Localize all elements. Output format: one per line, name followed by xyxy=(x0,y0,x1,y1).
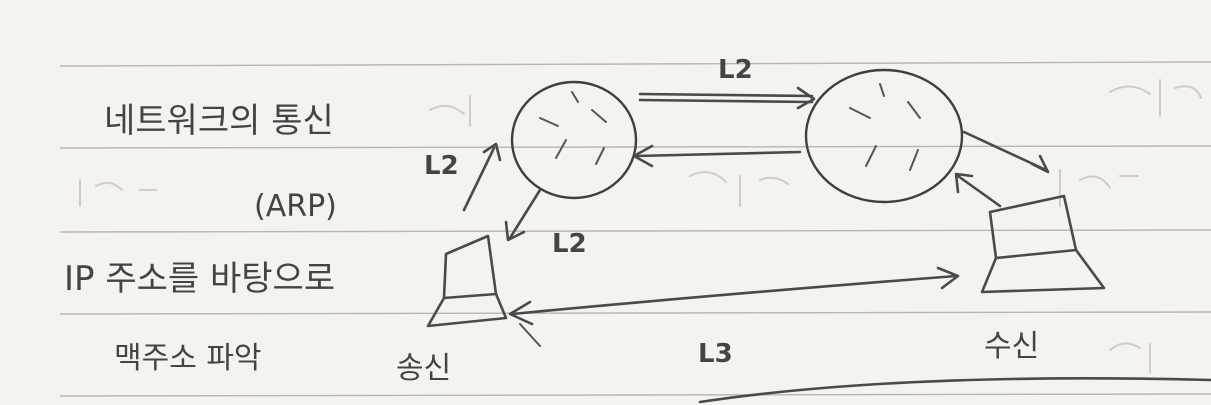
router-right xyxy=(804,68,964,204)
link-label-l2-top: L2 xyxy=(718,55,753,85)
sender-device xyxy=(426,234,508,328)
l3-arrow xyxy=(508,266,960,347)
sender-label: 송신 xyxy=(396,351,451,386)
receiver-device xyxy=(980,194,1106,294)
notebook-rules xyxy=(59,61,1211,397)
reverse-page-show-through xyxy=(79,79,1202,373)
note-mac-lookup: 맥주소 파악 xyxy=(114,341,262,376)
note-arp: (ARP) xyxy=(254,189,337,224)
link-label-l2-lower: L2 xyxy=(552,229,587,259)
router-link-arrows xyxy=(632,86,816,168)
bottom-curve xyxy=(698,377,1211,404)
link-label-l2-left: L2 xyxy=(424,151,459,181)
receiver-router-arrows xyxy=(954,130,1050,208)
router-left xyxy=(510,80,638,200)
receiver-label: 수신 xyxy=(984,329,1039,364)
sender-router-arrows xyxy=(462,142,542,242)
note-ip-basis: IP 주소를 바탕으로 xyxy=(64,259,335,299)
note-title: 네트워크의 통신 xyxy=(104,101,334,141)
link-label-l3: L3 xyxy=(698,339,733,369)
